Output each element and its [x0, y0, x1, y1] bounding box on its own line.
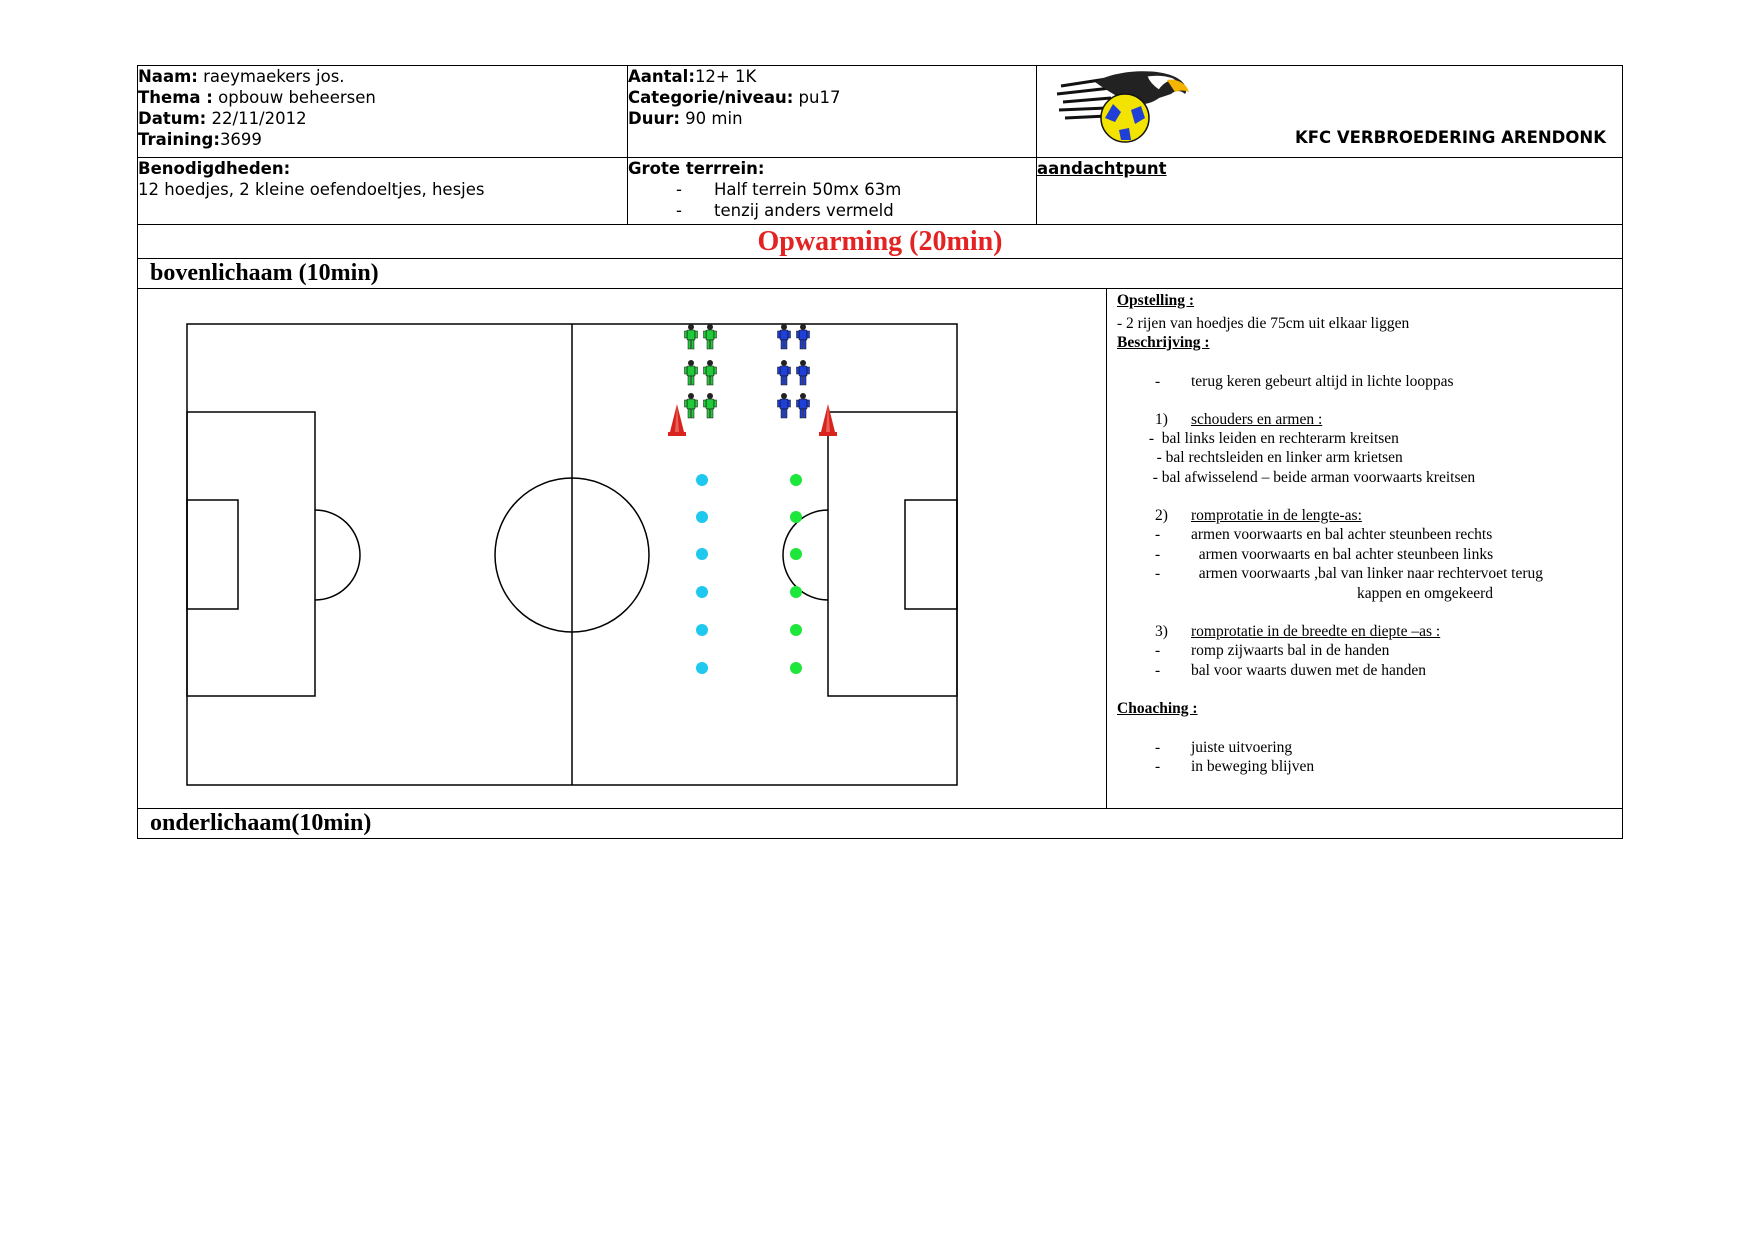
step2-number: 2): [1155, 507, 1168, 524]
eagle-football-logo: [1056, 71, 1189, 143]
aandachtpunt-label: aandachtpunt: [1037, 159, 1167, 178]
blue-player-icon: [777, 324, 791, 350]
benodigdheden-value: 12 hoedjes, 2 kleine oefendoeltjes, hesj…: [138, 180, 485, 199]
right-goal-area: [904, 499, 958, 610]
step3-line: romp zijwaarts bal in de handen: [1191, 642, 1390, 659]
training-value: 3699: [219, 130, 262, 149]
blue-player-icon: [777, 393, 791, 419]
coaching-label: Choaching :: [1117, 700, 1198, 717]
marker-dot: [790, 662, 802, 674]
thema-value: opbouw beheersen: [212, 88, 376, 107]
green-player-icon: [684, 360, 698, 386]
blue-player-icon: [796, 324, 810, 350]
datum-label: Datum:: [138, 109, 207, 128]
marker-dot: [790, 624, 802, 636]
blue-player-icon: [796, 393, 810, 419]
step1-line: - bal rechtsleiden en linker arm krietse…: [1145, 449, 1403, 466]
training-table: Naam: raeymaekers jos. Thema : opbouw be…: [137, 65, 1623, 839]
marker-dot: [696, 548, 708, 560]
right-penalty-area: [827, 411, 958, 697]
step2-continuation: kappen en omgekeerd: [1357, 584, 1493, 602]
terrain-cell: Grote terrrein: -Half terrein 50mx 63m -…: [627, 157, 1037, 225]
training-sheet: Naam: raeymaekers jos. Thema : opbouw be…: [137, 65, 1623, 839]
marker-dot: [696, 624, 708, 636]
blue-player-icon: [777, 360, 791, 386]
step2-line: armen voorwaarts en bal achter steunbeen…: [1191, 545, 1494, 563]
marker-dot: [696, 511, 708, 523]
step3-title: romprotatie in de breedte en diepte –as …: [1191, 623, 1441, 640]
materials-cell: Benodigdheden: 12 hoedjes, 2 kleine oefe…: [137, 157, 628, 225]
marker-dot: [696, 662, 708, 674]
part2-title: onderlichaam(10min): [137, 808, 1623, 839]
marker-dot: [790, 548, 802, 560]
categorie-label: Categorie/niveau:: [628, 88, 794, 107]
step1-number: 1): [1155, 410, 1168, 428]
coaching-line: juiste uitvoering: [1191, 738, 1293, 756]
naam-label: Naam:: [138, 67, 198, 86]
terrein-list: -Half terrein 50mx 63m -tenzij anders ve…: [628, 179, 1036, 221]
step1-title: schouders en armen :: [1191, 410, 1323, 428]
left-goal-area: [186, 499, 239, 610]
duur-label: Duur:: [628, 109, 680, 128]
terrein-item: -tenzij anders vermeld: [676, 201, 894, 220]
thema-label: Thema :: [138, 88, 213, 107]
step3-number: 3): [1155, 623, 1168, 640]
marker-dot: [790, 511, 802, 523]
step1-line: - bal afwisselend – beide arman voorwaar…: [1145, 468, 1476, 486]
opstelling-line: - 2 rijen van hoedjes die 75cm uit elkaa…: [1117, 314, 1410, 332]
green-player-icon: [703, 360, 717, 386]
beschrijving-label: Beschrijving :: [1117, 334, 1210, 351]
step2-line: armen voorwaarts en bal achter steunbeen…: [1191, 526, 1493, 543]
step3-line: bal voor waarts duwen met de handen: [1191, 661, 1427, 679]
benodigdheden-label: Benodigdheden:: [138, 159, 291, 178]
training-cone-icon: [819, 404, 837, 436]
coaching-line: in beweging blijven: [1191, 758, 1315, 775]
step2-line: armen voorwaarts ,bal van linker naar re…: [1191, 565, 1544, 582]
markers-group: [696, 474, 802, 674]
intro-line: terug keren gebeurt altijd in lichte loo…: [1191, 372, 1454, 390]
training-cone-icon: [668, 404, 686, 436]
pitch-lines: [186, 323, 958, 786]
club-cell: KFC VERBROEDERING ARENDONK: [1036, 65, 1623, 158]
opstelling-label: Opstelling :: [1117, 292, 1195, 309]
section-title: Opwarming (20min): [137, 224, 1623, 259]
aantal-label: Aantal:: [628, 67, 695, 86]
attention-cell: aandachtpunt: [1036, 157, 1623, 225]
marker-dot: [790, 586, 802, 598]
step2-title: romprotatie in de lengte-as:: [1191, 507, 1362, 524]
terrein-item: -Half terrein 50mx 63m: [676, 180, 902, 199]
green-player-icon: [684, 324, 698, 350]
marker-dot: [696, 586, 708, 598]
marker-dot: [696, 474, 708, 486]
trainer-info-cell: Naam: raeymaekers jos. Thema : opbouw be…: [137, 65, 628, 158]
datum-value: 22/11/2012: [206, 109, 307, 128]
green-player-icon: [703, 324, 717, 350]
session-info-cell: Aantal:12+ 1K Categorie/niveau: pu17 Duu…: [627, 65, 1037, 158]
naam-value: raeymaekers jos.: [197, 67, 345, 86]
left-penalty-area: [186, 411, 316, 697]
exercise-description-cell: Opstelling : - 2 rijen van hoedjes die 7…: [1106, 288, 1623, 809]
step1-line: - bal links leiden en rechterarm kreitse…: [1145, 429, 1399, 447]
left-penalty-arc: [314, 509, 361, 601]
terrein-label: Grote terrrein:: [628, 159, 765, 178]
training-label: Training:: [138, 130, 220, 149]
green-player-icon: [684, 393, 698, 419]
club-name: KFC VERBROEDERING ARENDONK: [1294, 128, 1606, 147]
players-group: [684, 324, 810, 419]
right-penalty-arc: [782, 509, 829, 601]
center-circle: [494, 477, 650, 633]
duur-value: 90 min: [679, 109, 743, 128]
blue-player-icon: [796, 360, 810, 386]
categorie-value: pu17: [793, 88, 841, 107]
soccer-pitch-diagram: [186, 323, 958, 786]
aantal-value: 12+ 1K: [694, 67, 757, 86]
marker-dot: [790, 474, 802, 486]
part1-title: bovenlichaam (10min): [137, 258, 1623, 289]
cones-group: [668, 404, 837, 436]
field-diagram-cell: [137, 288, 1107, 809]
green-player-icon: [703, 393, 717, 419]
